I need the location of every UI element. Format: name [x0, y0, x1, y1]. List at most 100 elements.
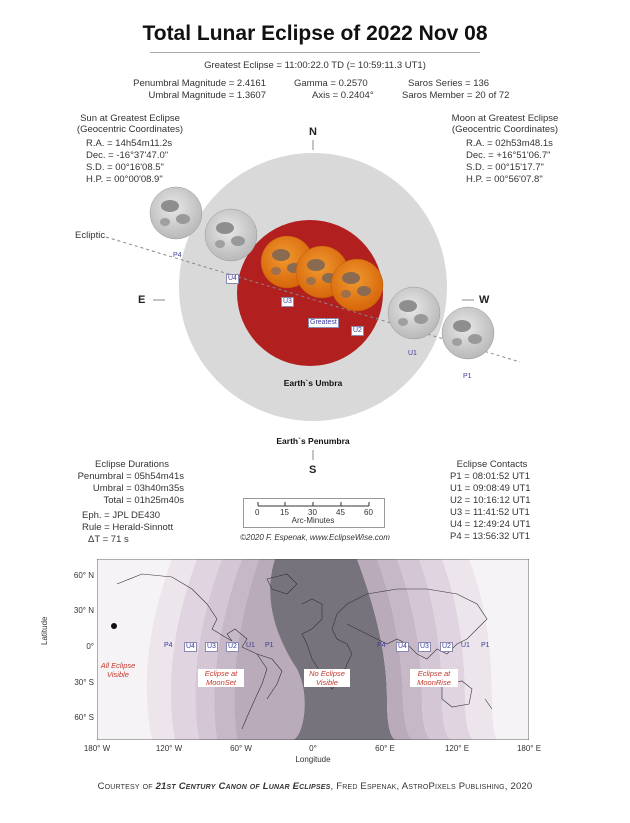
note-all-eclipse: All Eclipse Visible — [96, 661, 140, 679]
note-moonrise-line2: MoonRise — [417, 678, 451, 687]
contacts-table: P1 = 08:01:52 UT1 U1 = 09:08:49 UT1 U2 =… — [450, 471, 531, 543]
note-no-eclipse: No Eclipse Visible — [304, 669, 350, 687]
note-moonset-line1: Eclipse at — [204, 669, 238, 678]
axis-value: Axis = 0.2404° — [312, 90, 374, 101]
moon-subheading: (Geocentric Coordinates) — [451, 124, 559, 135]
note-all-line1: All Eclipse — [100, 661, 136, 670]
map-right-u3: U3 — [418, 642, 431, 652]
lon-tick-120e: 120° E — [444, 744, 470, 753]
longitude-axis-label: Longitude — [295, 755, 331, 764]
sun-sd: S.D. = 00°16'08.5" — [86, 162, 164, 173]
arc-minute-scale — [243, 498, 385, 528]
map-left-p4: P4 — [164, 642, 173, 649]
durations-heading: Eclipse Durations — [95, 459, 169, 470]
copyright: ©2020 F. Espenak, www.EclipseWise.com — [240, 533, 390, 542]
rule: Rule = Herald-Sinnott — [82, 522, 174, 533]
contact-p4-label: P4 — [173, 252, 182, 259]
umbral-magnitude: Umbral Magnitude = 1.3607 — [148, 90, 266, 101]
greatest-eclipse: Greatest Eclipse = 11:00:22.0 TD (= 10:5… — [204, 60, 426, 71]
map-right-p1: P1 — [481, 642, 490, 649]
lon-tick-180w: 180° W — [83, 744, 111, 753]
north-label: N — [309, 126, 317, 138]
duration-total: Total = 01h25m40s — [103, 495, 184, 506]
contact-u4: U4 = 12:49:24 UT1 — [450, 519, 531, 530]
lat-tick-60n: 60° N — [73, 571, 94, 580]
note-none-line1: No Eclipse — [309, 669, 345, 678]
contact-p1: P1 = 08:01:52 UT1 — [450, 471, 531, 482]
map-right-u2: U2 — [440, 642, 453, 652]
lon-tick-60w: 60° W — [230, 744, 252, 753]
saros-series: Saros Series = 136 — [408, 78, 490, 89]
moon-sd: S.D. = 00°15'17.7" — [466, 162, 544, 173]
latitude-axis-label: Latitude — [40, 616, 49, 645]
contact-u1-label: U1 — [408, 350, 417, 357]
contact-u2-label: U2 — [351, 326, 364, 336]
contact-u3-label: U3 — [281, 297, 294, 307]
page-title: Total Lunar Eclipse of 2022 Nov 08 — [142, 22, 488, 45]
west-label: W — [479, 294, 490, 306]
lon-tick-120w: 120° W — [155, 744, 183, 753]
title-rule — [150, 52, 480, 53]
south-label: S — [309, 464, 317, 476]
note-moonrise: Eclipse at MoonRise — [410, 669, 458, 687]
sun-hp: H.P. = 00°00'08.9" — [86, 174, 163, 185]
durations-table: Penumbral = 05h54m41s Umbral = 03h40m35s… — [70, 471, 184, 507]
scale-tick-30: 30 — [308, 508, 317, 517]
lat-tick-30s: 30° S — [74, 678, 94, 687]
contact-u2: U2 = 10:16:12 UT1 — [450, 495, 531, 506]
map-left-u1: U1 — [246, 642, 255, 649]
map-left-u2: U2 — [226, 642, 239, 652]
moon-u1 — [387, 286, 441, 340]
map-left-u4: U4 — [184, 642, 197, 652]
gamma-value: Gamma = 0.2570 — [294, 78, 368, 89]
contacts-heading: Eclipse Contacts — [456, 459, 528, 470]
moon-p1 — [441, 306, 495, 360]
lon-tick-180e: 180° E — [516, 744, 542, 753]
map-right-u1: U1 — [461, 642, 470, 649]
duration-penumbral: Penumbral = 05h54m41s — [77, 471, 184, 482]
sun-subheading: (Geocentric Coordinates) — [76, 124, 184, 135]
visibility-map — [97, 559, 529, 740]
lat-tick-60s: 60° S — [74, 713, 94, 722]
map-left-u3: U3 — [205, 642, 218, 652]
credit-suffix: , Fred Espenak, AstroPixels Publishing, … — [330, 781, 533, 792]
lon-tick-0: 0° — [309, 744, 317, 753]
sun-coordinates: R.A. = 14h54m11.2s Dec. = -16°37'47.0" S… — [86, 138, 172, 186]
scale-tick-45: 45 — [336, 508, 345, 517]
moon-ra: R.A. = 02h53m48.1s — [466, 138, 553, 149]
map-right-u4: U4 — [396, 642, 409, 652]
umbra-label: Earth`s Umbra — [283, 378, 343, 388]
contact-p1-label: P1 — [463, 373, 472, 380]
moon-p4 — [149, 186, 203, 240]
sun-heading: Sun at Greatest Eclipse — [80, 113, 180, 124]
contact-u1: U1 = 09:08:49 UT1 — [450, 483, 531, 494]
contact-p4: P4 = 13:56:32 UT1 — [450, 531, 531, 542]
note-moonrise-line1: Eclipse at — [417, 669, 451, 678]
ecliptic-label: Ecliptic — [75, 230, 106, 241]
lat-tick-30n: 30° N — [73, 606, 94, 615]
moon-u4 — [204, 208, 258, 262]
east-label: E — [138, 294, 146, 306]
moon-dec: Dec. = +16°51'06.7" — [466, 150, 551, 161]
scale-ticks — [257, 502, 370, 507]
duration-umbral: Umbral = 03h40m35s — [92, 483, 184, 494]
scale-tick-0: 0 — [255, 508, 260, 517]
map-left-p1: P1 — [265, 642, 274, 649]
scale-tick-15: 15 — [280, 508, 289, 517]
penumbral-magnitude: Penumbral Magnitude = 2.4161 — [133, 78, 266, 89]
note-none-line2: Visible — [316, 678, 338, 687]
scale-tick-60: 60 — [364, 508, 373, 517]
ephemeris-info: Eph. = JPL DE430 Rule = Herald-Sinnott Δ… — [82, 510, 173, 546]
penumbra-label: Earth`s Penumbra — [276, 436, 350, 446]
note-moonset-line2: MoonSet — [205, 678, 237, 687]
moon-coordinates: R.A. = 02h53m48.1s Dec. = +16°51'06.7" S… — [466, 138, 553, 186]
credit-line: Courtesy of 21st Century Canon of Lunar … — [0, 781, 630, 792]
moon-heading: Moon at Greatest Eclipse — [451, 113, 559, 124]
saros-member: Saros Member = 20 of 72 — [402, 90, 510, 101]
contact-u3: U3 = 11:41:52 UT1 — [450, 507, 530, 518]
note-all-line2: Visible — [107, 670, 129, 679]
eclipse-diagram — [105, 140, 521, 460]
moon-u2 — [330, 258, 384, 312]
lat-tick-0: 0° — [86, 642, 94, 651]
map-right-p4: P4 — [377, 642, 386, 649]
